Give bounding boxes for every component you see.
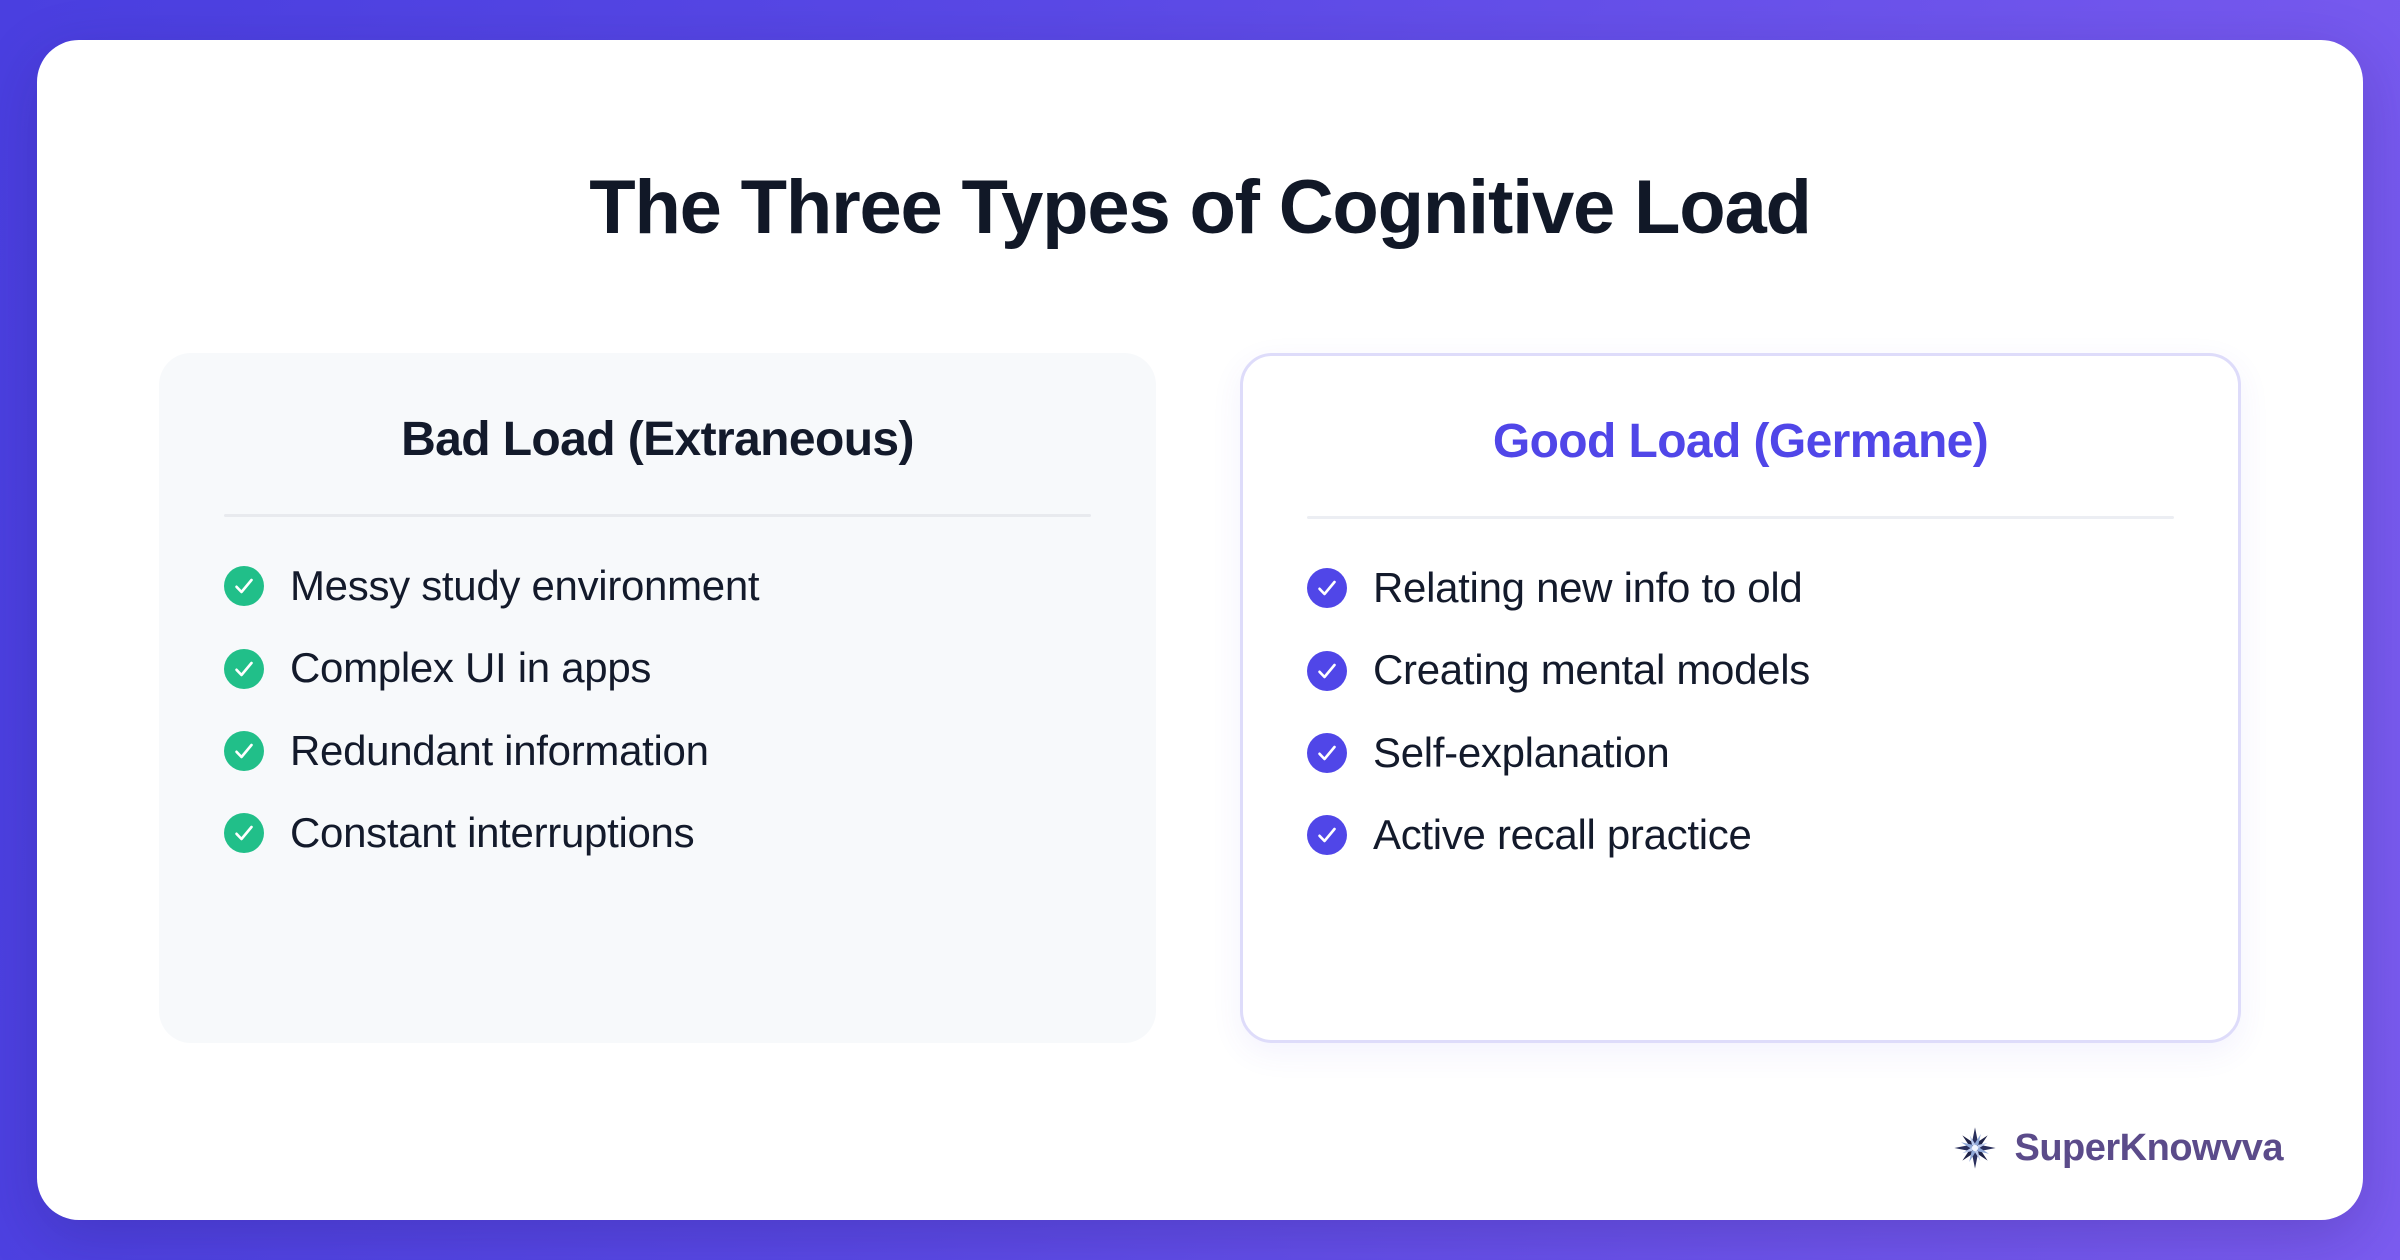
card-bad-load-title: Bad Load (Extraneous)	[401, 412, 914, 466]
check-circle-icon	[224, 730, 264, 771]
list-item-label: Self-explanation	[1373, 728, 1670, 776]
list-item: Complex UI in apps	[224, 643, 1091, 693]
card-bad-load-list: Messy study environment Complex UI in ap…	[224, 561, 1091, 859]
list-item-label: Creating mental models	[1373, 646, 1810, 694]
list-item: Messy study environment	[224, 561, 1091, 611]
check-circle-icon	[224, 813, 264, 854]
list-item: Active recall practice	[1307, 810, 2174, 860]
card-good-load-divider	[1307, 515, 2174, 519]
list-item-label: Complex UI in apps	[290, 644, 652, 692]
brand-logo: SuperKnowvva	[1953, 1126, 2283, 1170]
page-title: The Three Types of Cognitive Load	[589, 165, 1812, 250]
list-item-label: Redundant information	[290, 726, 709, 774]
check-circle-icon	[224, 566, 264, 607]
card-good-load: Good Load (Germane) Relating new info to…	[1240, 352, 2241, 1043]
check-circle-icon	[1307, 732, 1347, 773]
cards-row: Bad Load (Extraneous) Messy study enviro…	[37, 352, 2363, 1043]
list-item: Creating mental models	[1307, 645, 2174, 695]
list-item-label: Active recall practice	[1373, 811, 1752, 859]
list-item: Self-explanation	[1307, 728, 2174, 778]
list-item-label: Constant interruptions	[290, 809, 695, 857]
card-bad-load: Bad Load (Extraneous) Messy study enviro…	[159, 352, 1156, 1043]
list-item: Relating new info to old	[1307, 563, 2174, 613]
list-item: Redundant information	[224, 726, 1091, 776]
list-item-label: Messy study environment	[290, 561, 760, 609]
list-item-label: Relating new info to old	[1373, 563, 1803, 611]
check-circle-icon	[1307, 815, 1347, 856]
slide-panel: The Three Types of Cognitive Load Bad Lo…	[37, 40, 2363, 1220]
list-item: Constant interruptions	[224, 808, 1091, 858]
check-circle-icon	[1307, 568, 1347, 609]
card-good-load-title: Good Load (Germane)	[1492, 414, 1989, 468]
check-circle-icon	[1307, 650, 1347, 691]
starburst-logo-icon	[1953, 1126, 1997, 1170]
check-circle-icon	[224, 648, 264, 689]
brand-name: SuperKnowvva	[2014, 1126, 2283, 1169]
card-bad-load-divider	[224, 513, 1091, 517]
card-good-load-list: Relating new info to old Creating mental…	[1307, 563, 2174, 861]
